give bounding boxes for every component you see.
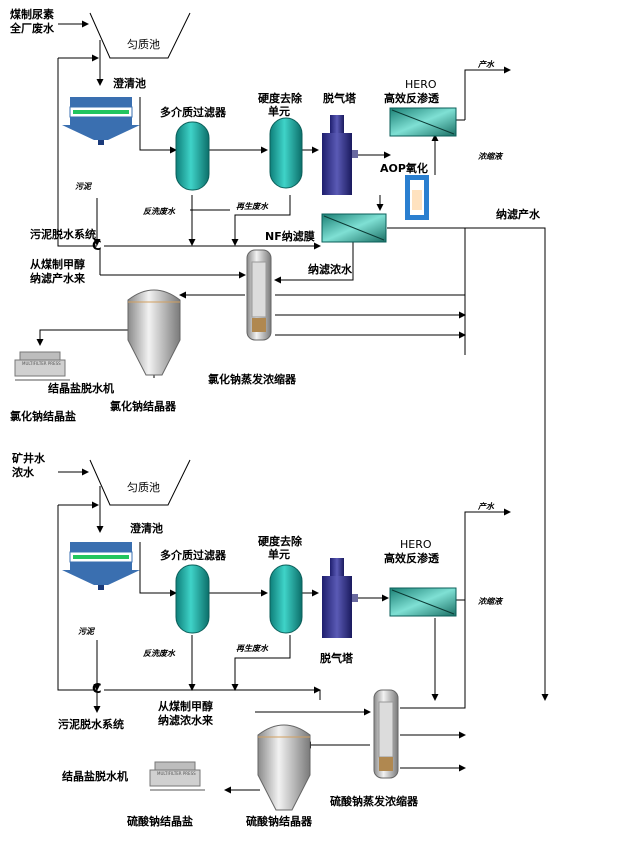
na2so4-crystallizer-icon [257, 724, 311, 811]
top-sludge-label: 污泥 [75, 182, 91, 191]
multimedia-filter-icon [175, 121, 210, 191]
bottom-hardness-removal-icon [269, 564, 303, 634]
bottom-degassing-label: 脱气塔 [320, 652, 353, 665]
top-filter-press-icon [14, 351, 70, 381]
bottom-hero-line1: HERO [400, 538, 432, 551]
top-degassing-label: 脱气塔 [323, 92, 356, 105]
top-source-line1: 煤制尿素 [10, 8, 54, 21]
top-equalization-tank-label: 匀质池 [127, 38, 160, 51]
bottom-degassing-tower-icon [322, 558, 358, 638]
bottom-backwash-label: 反洗废水 [143, 649, 175, 658]
bottom-regen-label: 再生废水 [236, 644, 268, 653]
nacl-crystallizer-icon [127, 289, 181, 376]
top-hardness-removal-line1: 硬度去除 [258, 92, 302, 105]
bottom-from-methanol-line1: 从煤制甲醇 [158, 700, 213, 713]
bottom-hero-membrane-icon [389, 587, 457, 617]
top-nacl-evaporator-label: 氯化钠蒸发浓缩器 [208, 373, 296, 386]
nacl-evaporator-icon [246, 249, 272, 341]
bottom-sludge-label: 污泥 [78, 627, 94, 636]
top-nacl-crystallizer-label: 氯化钠结晶器 [110, 400, 176, 413]
hero-membrane-icon [389, 107, 457, 137]
bottom-hardness-removal-line1: 硬度去除 [258, 535, 302, 548]
bottom-salt-dewatering-label: 结晶盐脱水机 [62, 770, 128, 783]
top-hardness-removal-line2: 单元 [268, 105, 290, 118]
bottom-hardness-removal-line2: 单元 [268, 548, 290, 561]
bottom-na2so4-crystallizer-label: 硫酸钠结晶器 [246, 815, 312, 828]
bottom-na2so4-salt-label: 硫酸钠结晶盐 [127, 815, 193, 828]
clarifier-icon [62, 97, 140, 145]
top-regen-label: 再生废水 [236, 202, 268, 211]
top-backwash-label: 反洗废水 [143, 207, 175, 216]
bottom-sludge-dewatering-label: 污泥脱水系统 [58, 718, 124, 731]
bottom-equalization-tank-label: 匀质池 [127, 481, 160, 494]
na2so4-evaporator-icon [373, 689, 399, 779]
aop-unit-icon [405, 175, 429, 220]
bottom-concentrate-label: 浓缩液 [478, 597, 502, 606]
top-from-methanol-line2: 纳滤产水来 [30, 272, 85, 285]
bottom-valve-symbol: C [92, 682, 102, 697]
top-multimedia-filter-label: 多介质过滤器 [160, 106, 226, 119]
top-salt-dewatering-label: 结晶盐脱水机 [48, 382, 114, 395]
bottom-multimedia-filter-label: 多介质过滤器 [160, 549, 226, 562]
bottom-press-label: MULTIFILTER PRESS [157, 771, 196, 776]
top-concentrate-label: 浓缩液 [478, 152, 502, 161]
top-clarifier-label: 澄清池 [113, 77, 146, 90]
bottom-product-water-label: 产水 [478, 502, 494, 511]
top-hero-line1: HERO [405, 78, 437, 91]
hardness-removal-icon [269, 117, 303, 189]
top-nacl-salt-label: 氯化钠结晶盐 [10, 410, 76, 423]
bottom-na2so4-evaporator-label: 硫酸钠蒸发浓缩器 [330, 795, 418, 808]
top-nf-concentrate-label: 纳滤浓水 [308, 263, 352, 276]
top-valve-symbol: C [92, 239, 102, 254]
top-sludge-dewatering-label: 污泥脱水系统 [30, 228, 96, 241]
top-hero-line2: 高效反渗透 [384, 92, 439, 105]
bottom-hero-line2: 高效反渗透 [384, 552, 439, 565]
top-product-water-label: 产水 [478, 60, 494, 69]
bottom-clarifier-icon [62, 542, 140, 590]
bottom-equalization-tank-shape [89, 459, 191, 506]
top-aop-label: AOP氧化 [380, 162, 428, 175]
equalization-tank-shape [89, 12, 191, 59]
top-source-line2: 全厂废水 [10, 22, 54, 35]
bottom-multimedia-filter-icon [175, 564, 210, 634]
nf-membrane-icon [321, 213, 387, 243]
degassing-tower-icon [322, 115, 358, 195]
bottom-filter-press-icon [149, 761, 205, 791]
top-from-methanol-line1: 从煤制甲醇 [30, 258, 85, 271]
top-nf-membrane-label: NF纳滤膜 [265, 230, 315, 243]
bottom-from-methanol-line2: 纳滤浓水来 [158, 714, 213, 727]
bottom-clarifier-label: 澄清池 [130, 522, 163, 535]
bottom-source-line2: 浓水 [12, 466, 34, 479]
bottom-source-line1: 矿井水 [12, 452, 45, 465]
top-nf-product-label: 纳滤产水 [496, 208, 540, 221]
top-press-label: MULTIFILTER PRESS [22, 361, 61, 366]
